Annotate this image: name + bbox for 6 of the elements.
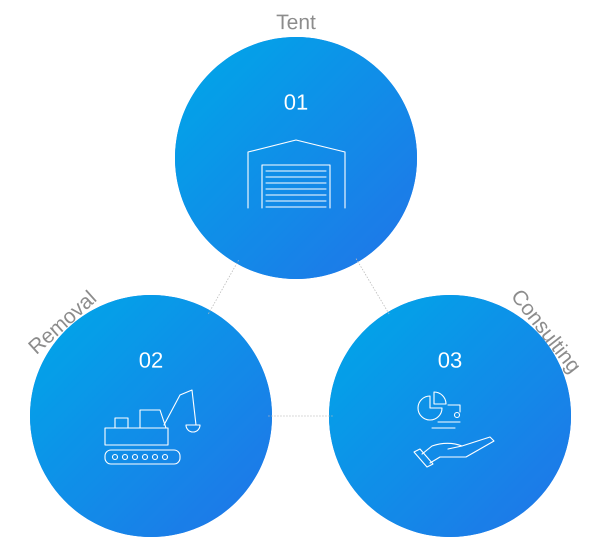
step-label: Tent [276,14,316,30]
step-number: 02 [140,352,162,368]
connector-line [356,258,390,316]
connector-line [208,260,239,314]
step-number: 01 [284,94,308,110]
step-number: 03 [438,352,462,368]
